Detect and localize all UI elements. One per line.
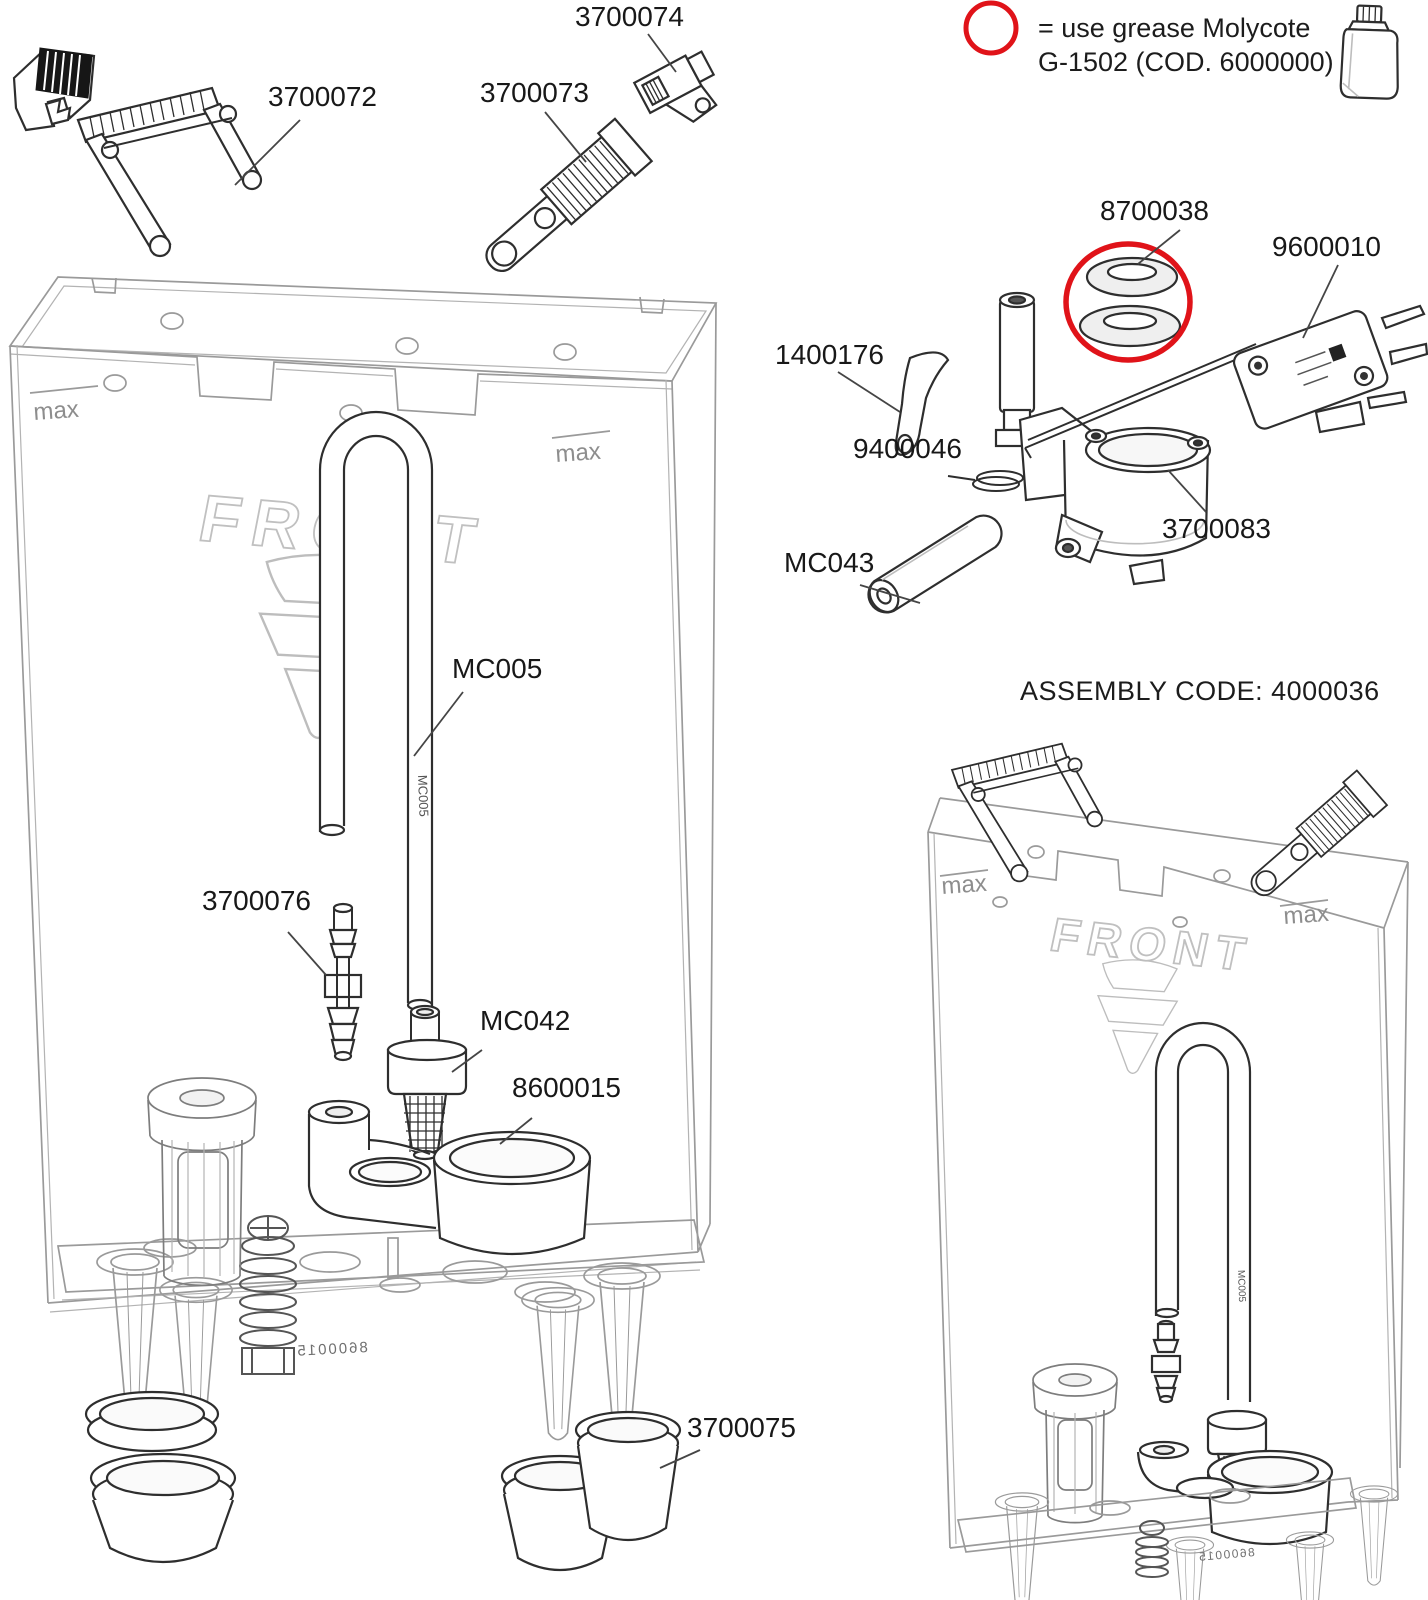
part-label-mc005: MC005 xyxy=(452,653,543,684)
part-mc042-drawing xyxy=(386,1004,468,1161)
part-1400176-drawing xyxy=(894,351,950,456)
max-marking-right-tank-right: max xyxy=(1283,900,1330,930)
part-label-3700072: 3700072 xyxy=(268,81,378,112)
right-tank-latch-right xyxy=(1238,769,1388,909)
legend-text-line2: G-1502 (COD. 6000000) xyxy=(1038,47,1334,77)
max-marking-left: max xyxy=(33,396,80,426)
part-label-9600010: 9600010 xyxy=(1272,231,1382,262)
part-label-mc042: MC042 xyxy=(480,1005,571,1036)
leader-mc042 xyxy=(451,1049,483,1073)
part-label-1400176: 1400176 xyxy=(775,339,885,370)
part-label-8600015: 8600015 xyxy=(512,1072,622,1103)
leader-1400176 xyxy=(837,371,901,413)
part-mc043-drawing xyxy=(867,514,1003,614)
legend-text-line1: = use grease Molycote xyxy=(1038,13,1311,43)
right-tank-tube xyxy=(1154,1021,1252,1402)
grease-bottle-icon xyxy=(1339,4,1399,100)
base-molded-code: 8600015 xyxy=(295,1339,368,1360)
part-3700072-drawing xyxy=(76,86,263,258)
leader-8700038 xyxy=(1137,229,1181,265)
black-clip-drawing xyxy=(12,47,96,132)
right-tank-base-pod xyxy=(1136,1440,1334,1546)
part-8700038-drawing xyxy=(1078,256,1182,348)
part-9600010-drawing xyxy=(1024,304,1428,459)
leader-3700072 xyxy=(234,119,301,186)
tank-valve-spring xyxy=(239,1215,297,1375)
part-3700075-drawing xyxy=(84,1390,682,1572)
part-label-3700075: 3700075 xyxy=(687,1412,797,1443)
part-mc005-drawing xyxy=(318,410,434,1012)
right-tank-base-plate xyxy=(956,1477,1399,1600)
base-molded-code-right: 8600015 xyxy=(1197,1545,1255,1564)
leader-3700074 xyxy=(647,33,677,73)
part-label-3700076: 3700076 xyxy=(202,885,312,916)
part-3700076-drawing xyxy=(323,902,363,1062)
part-label-3700074: 3700074 xyxy=(575,1,685,32)
part-3700083-drawing xyxy=(994,291,1212,586)
leader-mc005 xyxy=(413,691,464,757)
right-tank-connector xyxy=(1150,1319,1182,1404)
leader-3700083 xyxy=(1167,469,1207,513)
part-label-3700083: 3700083 xyxy=(1162,513,1272,544)
part-label-9400046: 9400046 xyxy=(853,433,963,464)
tube-molded-code-right: MC005 xyxy=(1235,1270,1247,1303)
assembly-code-text: ASSEMBLY CODE: 4000036 xyxy=(1020,676,1380,706)
part-8600015-drawing xyxy=(307,1099,592,1256)
legend-red-circle xyxy=(963,0,1019,56)
max-marking-right-tank-left: max xyxy=(941,870,988,900)
right-tank-valve-spring xyxy=(1135,1520,1169,1578)
part-label-3700073: 3700073 xyxy=(480,77,590,108)
leader-8600015 xyxy=(499,1117,533,1145)
part-label-mc043: MC043 xyxy=(784,547,875,578)
leader-3700076 xyxy=(287,931,327,976)
part-3700074-drawing xyxy=(632,50,718,123)
grease-point-circle xyxy=(1063,241,1193,363)
leader-3700075 xyxy=(659,1449,701,1469)
tank-filter-cartridge xyxy=(147,1077,257,1287)
right-tank-latch-left xyxy=(951,742,1103,883)
front-marking-right-tank: FRONT xyxy=(1046,908,1258,981)
part-9400046-drawing xyxy=(947,470,1024,492)
part-3700073-drawing xyxy=(470,117,653,287)
leader-9600010 xyxy=(1302,264,1339,339)
tube-molded-code: MC005 xyxy=(415,775,431,817)
max-marking-right: max xyxy=(555,438,602,468)
part-label-8700038: 8700038 xyxy=(1100,195,1210,226)
leader-3700073 xyxy=(544,111,587,163)
leader-mc043 xyxy=(859,584,921,604)
right-tank-cartridge xyxy=(1032,1363,1118,1524)
leader-lines xyxy=(234,33,1339,1469)
